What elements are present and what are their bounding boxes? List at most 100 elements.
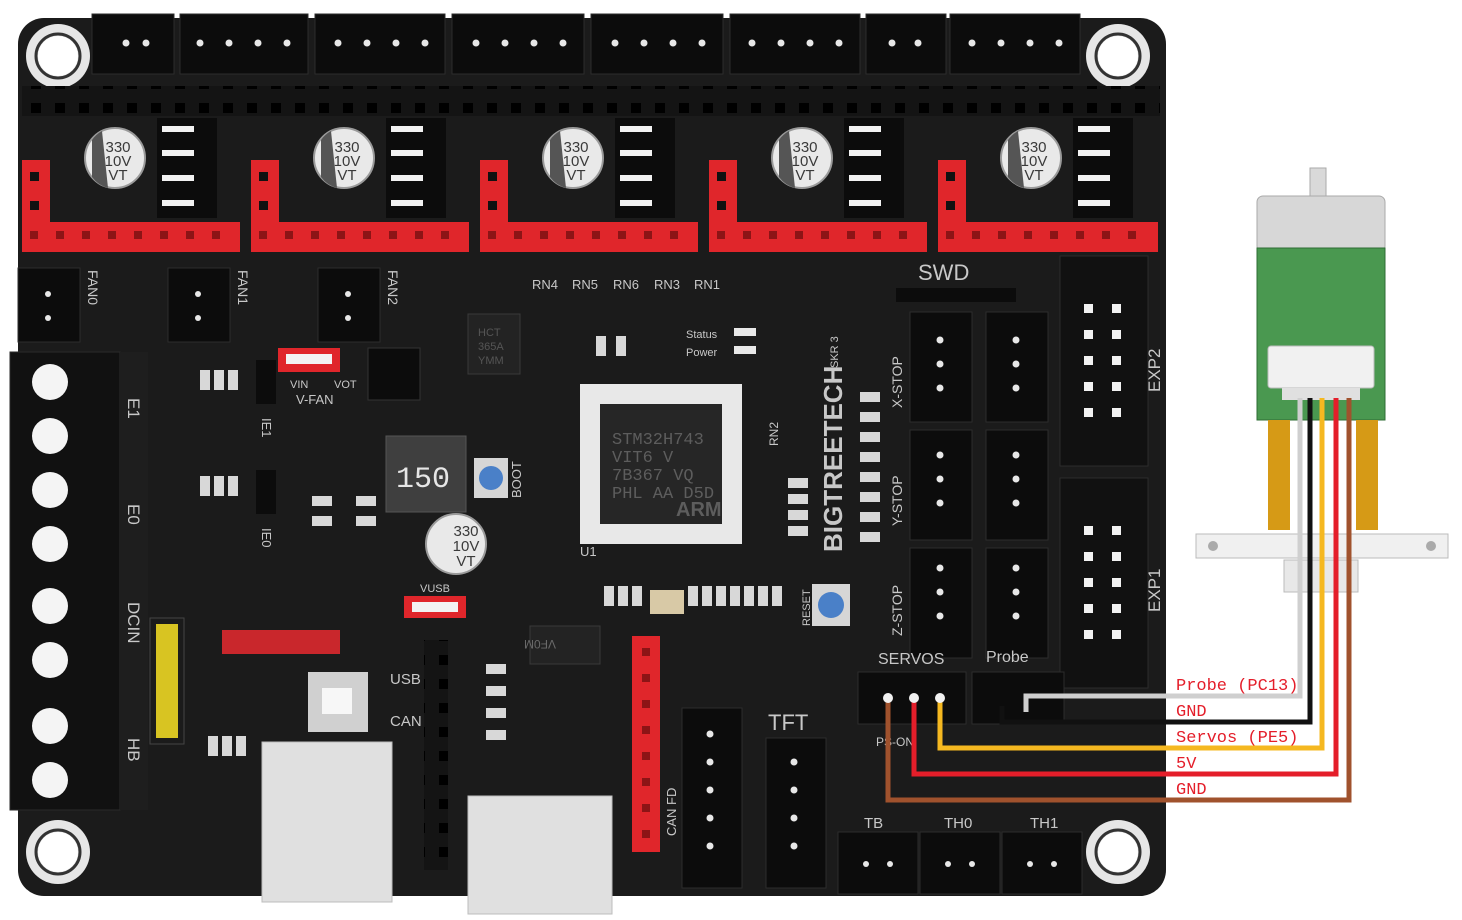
endstop-connectors: X-STOP Y-STOP Z-STOP: [889, 311, 1049, 659]
probe-connector-base: [1282, 388, 1360, 400]
power-led: [734, 346, 756, 354]
exp2-label: EXP2: [1145, 349, 1164, 392]
wire-probe-signal: [1023, 398, 1303, 712]
v-fan-label: V-FAN: [296, 392, 334, 407]
cap-text-10v: 10V: [792, 153, 819, 170]
servos-label: SERVOS: [878, 651, 944, 668]
hb-label: HB: [124, 738, 143, 762]
motor-connectors: [91, 13, 1081, 75]
z-stop-label: Z-STOP: [889, 585, 905, 636]
cap-text-vt: VT: [795, 167, 814, 184]
can-label: CAN: [390, 713, 422, 730]
mounting-holes: [26, 24, 1150, 884]
ie0-label: IE0: [259, 528, 274, 548]
vreg-chip: VF0M: [524, 625, 601, 665]
probe-body-left: [1268, 420, 1290, 530]
wiring-harness: [883, 398, 1352, 803]
reset-button[interactable]: [812, 584, 850, 626]
wire-servo-5v: [911, 398, 1339, 777]
driver-header-strip: [22, 86, 1160, 116]
wire-labels: Probe (PC13) GND Servos (PE5) 5V GND: [1176, 677, 1298, 800]
smd-components: [200, 336, 880, 756]
cap-text-330: 330: [105, 139, 130, 156]
exp1-label: EXP1: [1145, 569, 1164, 612]
ps-on-label: PS-ON: [876, 735, 914, 749]
rn2-label: RN2: [767, 422, 781, 446]
cap-text-10v: 10V: [563, 153, 590, 170]
sd-card-slot: [467, 795, 613, 915]
cap-text-vt: VT: [337, 167, 356, 184]
hct-chip: HCT 365A YMM: [467, 313, 521, 375]
probe-tip: [1309, 167, 1327, 197]
cap-text-vt: VT: [108, 167, 127, 184]
cap-text-330: 330: [563, 139, 588, 156]
rn4-label: RN4: [532, 277, 558, 292]
probe-body-right: [1356, 420, 1378, 530]
e1-label: E1: [124, 398, 143, 419]
servo-probe-connectors: SERVOS Probe PS-ON: [857, 649, 1065, 749]
th1-label: TH1: [1030, 815, 1058, 832]
fan0-label: FAN0: [85, 270, 101, 305]
rn3-label: RN3: [654, 277, 680, 292]
wire-probe-gnd: [999, 398, 1313, 725]
vreg-line-1: VF0M: [524, 637, 556, 651]
boot-button[interactable]: [474, 458, 508, 498]
main-capacitor: 330 10V VT: [425, 513, 487, 575]
vusb-jumper: VUSB: [404, 583, 466, 618]
mcu-chip: STM32H743 VIT6 V 7B367 VQ PHL AA D5D ARM…: [580, 384, 742, 559]
u1-label: U1: [580, 544, 597, 559]
mcu-line-1: STM32H743: [612, 431, 704, 450]
mcu-line-4: PHL AA D5D: [612, 485, 714, 504]
arm-logo-text: ARM: [676, 499, 722, 521]
tb-label: TB: [864, 815, 883, 832]
controller-board: 330 10V VT 330 10V VT: [9, 13, 1166, 915]
probe-cap: [1256, 195, 1386, 253]
crystal: [650, 590, 684, 614]
cap-text-10v: 10V: [334, 153, 361, 170]
heater-pins-e1: [256, 360, 276, 404]
fan2-label: FAN2: [385, 270, 401, 305]
wire-servo-signal: [937, 398, 1325, 751]
tft-label: TFT: [768, 710, 808, 735]
rn6-label: RN6: [613, 277, 639, 292]
usb-label: USB: [390, 671, 421, 688]
power-led-label: Power: [686, 347, 718, 359]
e0-label: E0: [124, 504, 143, 525]
usb-port: [261, 741, 393, 903]
hct-line-2: 365A: [478, 341, 504, 353]
hct-line-3: YMM: [478, 355, 504, 367]
dcin-label: DCIN: [124, 602, 143, 644]
fan1-label: FAN1: [235, 270, 251, 305]
wire-label-gnd-probe: GND: [1176, 703, 1207, 722]
inductor: 150: [385, 435, 467, 513]
hct-line-1: HCT: [478, 327, 501, 339]
cap-text-330: 330: [792, 139, 817, 156]
inductor-value: 150: [396, 463, 450, 497]
cap-text-vt: VT: [1024, 167, 1043, 184]
stepper-driver-slots: 330 10V VT 330 10V VT: [22, 118, 1158, 252]
can-connector: [681, 707, 743, 889]
can-fd-red-header: [632, 636, 660, 852]
mcu-line-2: VIT6 V: [612, 449, 674, 468]
status-led: [734, 328, 756, 336]
model-text: SKR 3: [829, 336, 841, 368]
main-cap-text-10v: 10V: [453, 538, 480, 555]
ie1-label: IE1: [259, 418, 274, 438]
wire-servo-gnd: [885, 398, 1352, 803]
side-pin-header: [424, 640, 448, 870]
x-stop-label: X-STOP: [889, 356, 905, 408]
cap-text-10v: 10V: [105, 153, 132, 170]
probe-label: Probe: [986, 649, 1029, 666]
wire-label-5v: 5V: [1176, 755, 1197, 774]
main-cap-text-330: 330: [453, 523, 478, 540]
usb-can-switch-knob: [322, 688, 352, 714]
rn1-label: RN1: [694, 277, 720, 292]
can-fd-label: CAN FD: [664, 788, 679, 836]
main-cap-text-vt: VT: [456, 553, 475, 570]
exp-headers: EXP2 EXP1: [1059, 255, 1164, 689]
wire-label-gnd-servo: GND: [1176, 781, 1207, 800]
thermistor-connectors: TB TH0 TH1: [837, 815, 1083, 895]
swd-header: [896, 288, 1016, 302]
